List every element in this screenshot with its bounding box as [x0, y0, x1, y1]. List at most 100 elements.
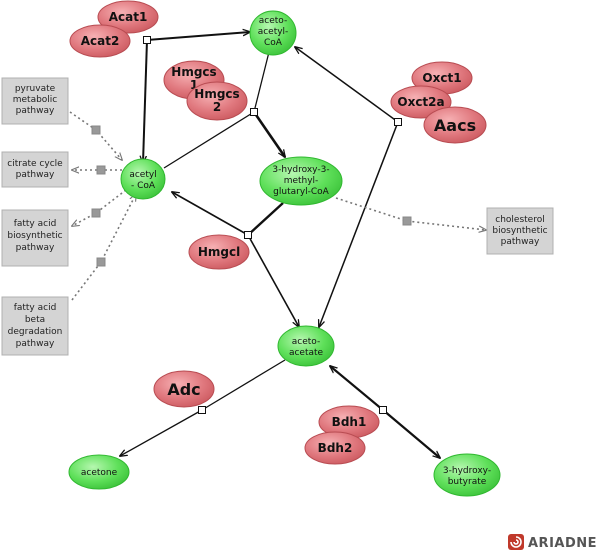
junction-bdh[interactable]	[379, 406, 387, 414]
label-line: biosynthetic	[7, 231, 62, 241]
enzyme-oxct2a-label: Oxct2a	[397, 95, 444, 109]
metabolite-hydroxybutyrate-label: 3-hydroxy-butyrate	[443, 466, 491, 487]
junction-pyruvate[interactable]	[91, 125, 101, 135]
enzyme-bdh1[interactable]: Bdh1	[318, 405, 380, 439]
label-line: pathway	[16, 106, 55, 116]
label-line: CoA	[264, 38, 283, 48]
junction-fattydegr[interactable]	[96, 257, 106, 267]
label-line: 3-hydroxy-3-	[272, 165, 329, 175]
enzyme-adc[interactable]: Adc	[153, 370, 215, 408]
edge-bdh-to-hydroxybutyrate	[382, 409, 440, 458]
edge-pyruvate-pathway	[69, 111, 122, 160]
label-line: - CoA	[131, 181, 156, 191]
label-line: acetone	[81, 468, 118, 478]
metabolite-acetoacetylcoa[interactable]: aceto-acetyl-CoA	[249, 10, 297, 56]
label-line: 3-hydroxy-	[443, 466, 491, 476]
label-line: biosynthetic	[492, 226, 547, 236]
junction-hmgcl[interactable]	[244, 231, 252, 239]
enzyme-acat1[interactable]: Acat1	[97, 0, 159, 34]
pathway-fattydegr-label: fatty acid beta degradation pathway	[8, 303, 63, 349]
junction-oxct[interactable]	[394, 118, 402, 126]
enzyme-hmgcl[interactable]: Hmgcl	[188, 234, 250, 270]
edge-hmgcl-to-acetoacetate	[247, 234, 299, 327]
label-line: beta	[25, 315, 45, 325]
edge-hmgcl-to-acetylcoa	[172, 192, 249, 236]
edge-acetoacetate-to-adc	[201, 359, 286, 411]
enzyme-aacs[interactable]: Aacs	[423, 106, 487, 144]
edge-hmgcs-to-hmgcoa	[252, 111, 285, 157]
label-line: fatty acid	[14, 303, 57, 313]
label-line: degradation	[8, 327, 63, 337]
metabolite-acetoacetylcoa-label: aceto-acetyl-CoA	[258, 16, 289, 48]
enzyme-acat2[interactable]: Acat2	[69, 24, 131, 58]
label-line: Acat1	[109, 10, 148, 24]
label-line: 1	[190, 78, 198, 92]
label-line: acetyl	[129, 170, 156, 180]
label-line: pathway	[16, 339, 55, 349]
metabolite-nodes: aceto-acetyl-CoA acetyl- CoA 3-hydroxy-3…	[68, 10, 501, 497]
enzyme-adc-label: Adc	[167, 380, 200, 399]
label-line: acetate	[289, 348, 324, 358]
label-line: pathway	[501, 237, 540, 247]
junction-cholesterol[interactable]	[402, 216, 412, 226]
label-line: Acat2	[81, 34, 120, 48]
junction-hmgcs[interactable]	[250, 108, 258, 116]
enzyme-bdh2[interactable]: Bdh2	[304, 431, 366, 465]
enzyme-bdh2-label: Bdh2	[318, 441, 353, 455]
label-line: aceto-	[292, 337, 320, 347]
junction-adc[interactable]	[198, 406, 206, 414]
label-line: methyl-	[284, 176, 319, 186]
edge-acat-to-acetoacetylcoa	[146, 32, 250, 41]
metabolite-hydroxybutyrate[interactable]: 3-hydroxy-butyrate	[433, 453, 501, 497]
enzyme-acat2-label: Acat2	[81, 34, 120, 48]
label-line: pathway	[16, 170, 55, 180]
pathway-fattydegr[interactable]: fatty acid beta degradation pathway	[1, 296, 69, 356]
edge-hmgcoa-to-hmgcl	[247, 202, 284, 236]
label-line: cholesterol	[495, 215, 544, 225]
metabolite-hmgcoa[interactable]: 3-hydroxy-3-methyl-glutaryl-CoA	[259, 156, 343, 206]
label-line: acetyl-	[258, 27, 289, 37]
edge-fattydegr-pathway	[71, 194, 136, 301]
junction-acat[interactable]	[143, 36, 151, 44]
edge-oxct-to-acetoacetate	[319, 121, 399, 327]
label-line: Hmgcl	[198, 245, 240, 259]
metabolite-acetylcoa[interactable]: acetyl- CoA	[120, 158, 166, 200]
edge-adc-to-acetone	[120, 409, 203, 456]
label-line: butyrate	[448, 477, 487, 487]
edge-acetylcoa-to-hmgcs	[163, 111, 255, 169]
label-line: Bdh1	[332, 415, 367, 429]
edge-bdh-to-acetoacetate	[330, 366, 384, 411]
enzyme-acat1-label: Acat1	[109, 10, 148, 24]
metabolite-hmgcoa-label: 3-hydroxy-3-methyl-glutaryl-CoA	[272, 165, 329, 197]
edge-acat-to-acetylcoa	[143, 39, 148, 163]
label-line: pyruvate	[15, 84, 56, 94]
enzyme-aacs-label: Aacs	[434, 116, 476, 135]
edge-oxct-to-acetoacetylcoa	[295, 47, 399, 123]
junction-fattysynth[interactable]	[91, 208, 101, 218]
metabolite-acetone[interactable]: acetone	[68, 454, 130, 490]
label-line: Hmgcs	[194, 87, 239, 101]
enzyme-oxct1-label: Oxct1	[422, 71, 461, 85]
junction-citrate[interactable]	[96, 165, 106, 175]
ariadne-brand-text: ARIADNE	[528, 536, 597, 551]
reaction-edges	[69, 32, 486, 458]
label-line: aceto-	[259, 16, 287, 26]
metabolite-acetoacetate[interactable]: aceto-acetate	[277, 325, 335, 367]
enzyme-oxct2a[interactable]: Oxct2a	[390, 85, 452, 119]
enzyme-hmgcl-label: Hmgcl	[198, 245, 240, 259]
label-line: Aacs	[434, 116, 476, 135]
label-line: metabolic	[13, 95, 58, 105]
label-line: Adc	[167, 380, 200, 399]
label-line: fatty acid	[14, 219, 57, 229]
